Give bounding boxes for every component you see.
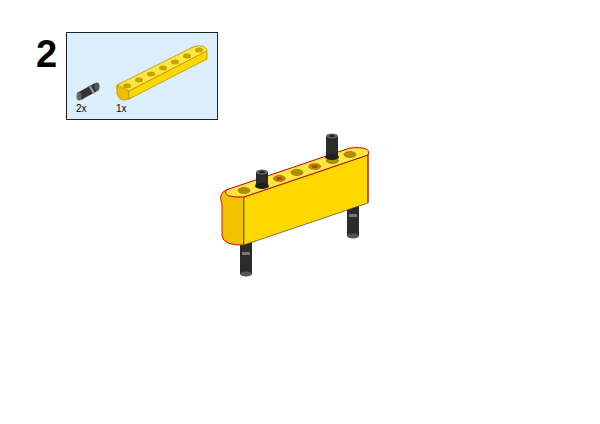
- pin-icon: [77, 83, 100, 101]
- beam-holes: [238, 152, 356, 194]
- quantity-label: 2x: [76, 103, 87, 115]
- part-icons: [67, 33, 217, 119]
- quantity-label: 1x: [116, 103, 127, 115]
- beam-icon: [117, 46, 207, 100]
- step-number: 2: [36, 34, 57, 74]
- yellow-beam: [221, 148, 369, 245]
- pin-top-right: [325, 134, 339, 161]
- pin-top-left: [255, 170, 269, 190]
- parts-callout: 2x 1x: [66, 32, 218, 120]
